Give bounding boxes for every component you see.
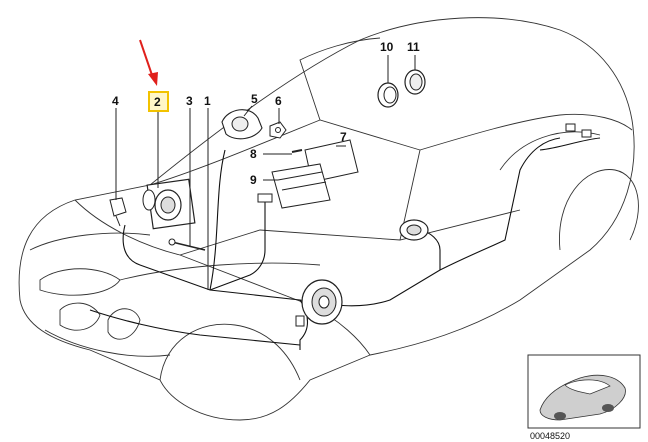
clip-connector-4: [109, 197, 127, 227]
callout-4[interactable]: 4: [112, 94, 119, 108]
car-body-outline: [18, 17, 639, 421]
screw-3: [168, 238, 206, 251]
mounting-bracket-5: [221, 109, 263, 140]
leader-lines: [115, 55, 416, 290]
radio-holder-9: [257, 163, 331, 209]
wiring-harness: [89, 137, 601, 350]
speaker-grille-11: [404, 69, 426, 95]
callout-10[interactable]: 10: [380, 40, 394, 54]
red-arrow-icon: [139, 39, 158, 86]
callout-5[interactable]: 5: [251, 92, 258, 106]
callout-9[interactable]: 9: [250, 173, 257, 187]
callout-6[interactable]: 6: [275, 94, 282, 108]
strip-8: [291, 149, 303, 153]
door-speaker: [295, 279, 343, 327]
tweeter-speaker-2: [142, 178, 196, 230]
rear-connectors: [565, 123, 592, 138]
part-number: 00048520: [530, 431, 570, 441]
inset-thumbnail: [527, 354, 641, 429]
callout-1[interactable]: 1: [204, 94, 211, 108]
callout-2[interactable]: 2: [154, 95, 161, 109]
callout-3[interactable]: 3: [186, 94, 193, 108]
highlight-box: [148, 91, 169, 112]
callout-7[interactable]: 7: [340, 130, 347, 144]
rear-speaker: [399, 219, 429, 241]
callout-8[interactable]: 8: [250, 147, 257, 161]
speaker-ring-10: [377, 82, 399, 108]
callout-11[interactable]: 11: [407, 40, 420, 54]
nut-6: [269, 121, 287, 139]
